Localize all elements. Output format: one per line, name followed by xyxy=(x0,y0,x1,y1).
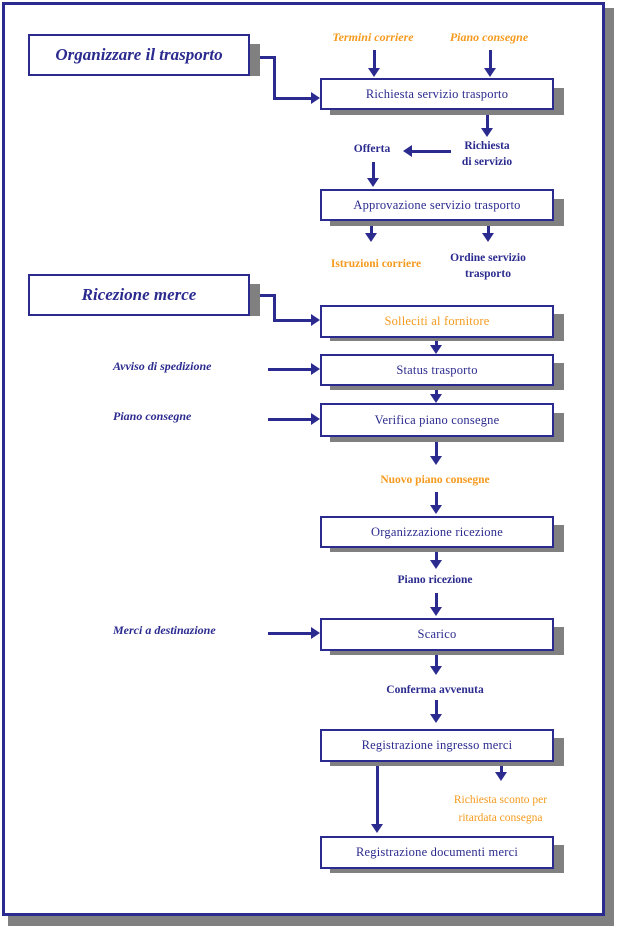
phase-label: Organizzare il trasporto xyxy=(55,45,223,64)
connector-phase2-arrow xyxy=(311,314,320,326)
connector-verifica-nuovo-arrow xyxy=(430,456,442,465)
connector-reg-docs-v xyxy=(376,762,379,827)
step-label: Organizzazione ricezione xyxy=(371,524,503,539)
step-box-registrazione-documenti-merci[interactable]: Registrazione documenti merci xyxy=(320,836,554,869)
connector-piano-consegne-left-arrow xyxy=(311,413,320,425)
connector-phase1-v xyxy=(273,56,276,100)
connector-org-pianoric-arrow xyxy=(430,560,442,569)
connector-status-verifica-arrow xyxy=(430,394,442,403)
step-box-organizzazione-ricezione[interactable]: Organizzazione ricezione xyxy=(320,516,554,548)
connector-req-to-richiesta-arrow xyxy=(481,128,493,137)
phase-box-organizzare-il-trasporto[interactable]: Organizzare il trasporto xyxy=(28,34,250,76)
flow-label-offerta: Offerta xyxy=(353,143,391,155)
step-box-verifica-piano-consegne[interactable]: Verifica piano consegne xyxy=(320,403,554,437)
connector-appr-ordine-arrow xyxy=(482,233,494,242)
connector-richiesta-to-offerta-arrow xyxy=(403,145,412,157)
step-box-scarico[interactable]: Scarico xyxy=(320,618,554,651)
connector-conferma-reg-v xyxy=(435,700,438,716)
connector-solleciti-status-v xyxy=(435,338,438,347)
step-label: Solleciti al fornitore xyxy=(384,314,490,329)
step-box-solleciti-al-fornitore[interactable]: Solleciti al fornitore xyxy=(320,305,554,338)
flow-label-richiesta-sconto: Richiesta sconto per ritardata consegna xyxy=(453,794,548,824)
flow-label-piano-ricezione: Piano ricezione xyxy=(397,574,473,586)
flow-label-conferma-avvenuta: Conferma avvenuta xyxy=(386,684,484,696)
connector-status-verifica-v xyxy=(435,386,438,397)
step-box-registrazione-ingresso-merci[interactable]: Registrazione ingresso merci xyxy=(320,729,554,762)
step-label: Registrazione ingresso merci xyxy=(361,738,513,753)
connector-avviso-h xyxy=(268,368,313,371)
connector-pianoric-scarico-arrow xyxy=(430,607,442,616)
flow-label-richiesta-di-servizio: Richiesta di servizio xyxy=(461,140,513,168)
step-label: Registrazione documenti merci xyxy=(356,845,518,860)
connector-req-to-richiesta-v xyxy=(486,110,489,132)
connector-verifica-nuovo-v xyxy=(435,437,438,459)
step-label: Status trasporto xyxy=(396,362,478,377)
connector-solleciti-status-arrow xyxy=(430,345,442,354)
connector-phase1-arrow xyxy=(311,92,320,104)
step-label: Scarico xyxy=(417,627,457,642)
step-label: Richiesta servizio trasporto xyxy=(365,86,509,101)
connector-phase2-h2 xyxy=(273,319,313,322)
flow-label-nuovo-piano-consegne: Nuovo piano consegne xyxy=(380,474,490,486)
connector-piano-consegne-top-v xyxy=(489,50,492,70)
connector-merci-arrow xyxy=(311,627,320,639)
connector-offerta-arrow xyxy=(367,178,379,187)
flow-label-avviso-di-spedizione: Avviso di spedizione xyxy=(113,359,212,373)
connector-offerta-v xyxy=(372,162,375,178)
flow-label-merci-a-destinazione: Merci a destinazione xyxy=(113,623,216,637)
connector-appr-istruzioni-v xyxy=(370,221,373,235)
connector-phase2-h1 xyxy=(249,294,276,297)
step-box-richiesta-servizio-trasporto[interactable]: Richiesta servizio trasporto xyxy=(320,78,554,110)
step-label: Verifica piano consegne xyxy=(374,412,500,427)
connector-appr-istruzioni-arrow xyxy=(365,233,377,242)
connector-avviso-arrow xyxy=(311,363,320,375)
flow-label-ordine-servizio-trasporto: Ordine servizio trasporto xyxy=(450,252,526,280)
connector-nuovo-org-v xyxy=(435,492,438,507)
step-box-approvazione-servizio-trasporto[interactable]: Approvazione servizio trasporto xyxy=(320,189,554,221)
connector-appr-ordine-v xyxy=(487,221,490,235)
phase-box-ricezione-merce[interactable]: Ricezione merce xyxy=(28,274,250,316)
connector-piano-consegne-left-h xyxy=(268,418,313,421)
connector-phase1-h1 xyxy=(250,56,276,59)
connector-scarico-conferma-arrow xyxy=(430,666,442,675)
connector-richiesta-to-offerta-h xyxy=(411,150,451,153)
connector-phase2-v xyxy=(273,294,276,322)
connector-reg-sconto-arrow xyxy=(495,772,507,781)
connector-termini-corriere-arrow xyxy=(368,68,380,77)
step-label: Approvazione servizio trasporto xyxy=(353,197,521,212)
connector-pianoric-scarico-v xyxy=(435,593,438,609)
connector-reg-docs-arrow xyxy=(371,824,383,833)
connector-conferma-reg-arrow xyxy=(430,714,442,723)
flow-label-termini-corriere: Termini corriere xyxy=(332,30,414,44)
phase-label: Ricezione merce xyxy=(81,285,197,304)
connector-merci-h xyxy=(268,632,313,635)
connector-phase1-h2 xyxy=(273,97,313,100)
connector-termini-corriere-v xyxy=(373,50,376,70)
flow-label-piano-consegne-top: Piano consegne xyxy=(449,30,529,44)
step-box-status-trasporto[interactable]: Status trasporto xyxy=(320,354,554,386)
connector-scarico-conferma-v xyxy=(435,651,438,669)
connector-reg-sconto-v xyxy=(500,762,503,774)
connector-piano-consegne-top-arrow xyxy=(484,68,496,77)
connector-org-pianoric-v xyxy=(435,548,438,562)
flow-label-piano-consegne-left: Piano consegne xyxy=(113,409,192,423)
connector-nuovo-org-arrow xyxy=(430,505,442,514)
flow-label-istruzioni-corriere: Istruzioni corriere xyxy=(330,258,422,270)
